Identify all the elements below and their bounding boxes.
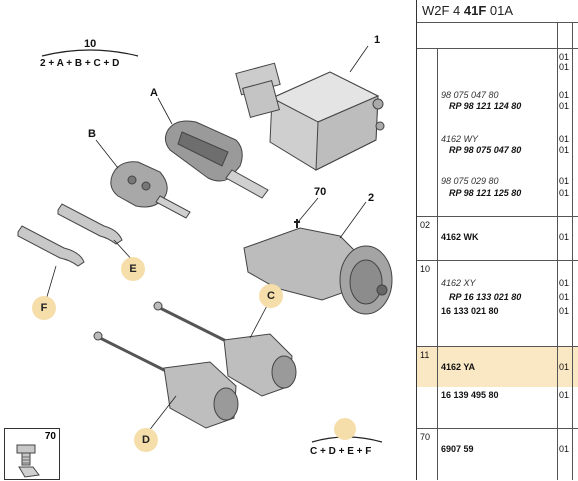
part-70-screw-small <box>294 219 300 228</box>
top-code-1: 01 <box>559 52 570 62</box>
formula-11: C + D + E + F <box>310 446 372 457</box>
callout-11-bg <box>334 418 356 440</box>
part-1-lock-module <box>235 62 385 171</box>
document-header: W2F 4 41F 01A <box>422 3 514 18</box>
inset-number: 70 <box>44 431 56 442</box>
parts-table-panel: W2F 4 41F 01A 01 01 98 075 047 80 01 RP … <box>416 0 578 480</box>
part-2-ignition-barrel <box>243 227 393 315</box>
ref-5: 98 075 029 80 <box>441 176 499 186</box>
qty-6: 01 <box>559 188 570 198</box>
row-11-num: 11 <box>420 350 430 360</box>
formula-10: 2 + A + B + C + D <box>40 58 120 69</box>
callout-b: B <box>88 128 96 140</box>
row-10-qty-3: 01 <box>559 306 570 316</box>
callout-70: 70 <box>314 186 327 198</box>
row-10-num: 10 <box>420 264 431 274</box>
callout-c: C <box>259 284 283 308</box>
part-4[interactable]: RP 98 075 047 80 <box>449 145 522 155</box>
part-e-blade <box>57 203 123 245</box>
row-10-part-2[interactable]: 16 133 021 80 <box>441 306 499 316</box>
part-b-remote-fob <box>110 161 191 219</box>
row-70-num: 70 <box>420 432 431 442</box>
part-f-blade <box>17 225 85 267</box>
qty-4: 01 <box>559 145 570 155</box>
row-11-part-2[interactable]: 16 139 495 80 <box>441 390 499 400</box>
callout-e: E <box>121 257 145 281</box>
part-d-lock-cylinder <box>93 331 239 429</box>
screw-icon <box>16 444 40 478</box>
ref-3: 4162 WY <box>441 134 479 144</box>
row-10-qty-2: 01 <box>559 292 570 302</box>
exploded-parts-diagram: 1 A B 70 2 10 2 + A + B + C + D 11 C + D… <box>4 34 393 480</box>
qty-3: 01 <box>559 134 570 144</box>
row-10-qty-1: 01 <box>559 278 570 288</box>
row-11-qty-1: 01 <box>559 362 570 372</box>
part-6[interactable]: RP 98 121 125 80 <box>449 188 522 198</box>
callout-1: 1 <box>374 34 381 46</box>
row-10-ref: 4162 XY <box>441 278 476 288</box>
callout-a: A <box>150 87 158 99</box>
part-c-lock-cylinder <box>153 301 297 397</box>
top-code-2: 01 <box>559 62 570 72</box>
row-70-part[interactable]: 6907 59 <box>441 444 474 454</box>
row-02-qty: 01 <box>559 232 570 242</box>
row-11-highlight <box>417 347 578 387</box>
callout-10: 10 <box>84 38 97 50</box>
callout-2: 2 <box>368 192 375 204</box>
row-10-part-1[interactable]: RP 16 133 021 80 <box>449 292 522 302</box>
part-a-flip-key <box>164 120 269 199</box>
qty-1: 01 <box>559 90 570 100</box>
ref-1: 98 075 047 80 <box>441 90 499 100</box>
inset-part-70: 70 <box>4 428 60 480</box>
qty-5: 01 <box>559 176 570 186</box>
callout-f: F <box>32 296 56 320</box>
row-02-num: 02 <box>420 220 431 230</box>
row-70-qty: 01 <box>559 444 570 454</box>
row-02-part[interactable]: 4162 WK <box>441 232 479 242</box>
callout-d: D <box>134 428 158 452</box>
row-11-qty-2: 01 <box>559 390 570 400</box>
row-11-part-1[interactable]: 4162 YA <box>441 362 476 372</box>
qty-2: 01 <box>559 101 570 111</box>
diagram-drawing <box>17 45 393 443</box>
part-1[interactable]: RP 98 121 124 80 <box>449 101 522 111</box>
